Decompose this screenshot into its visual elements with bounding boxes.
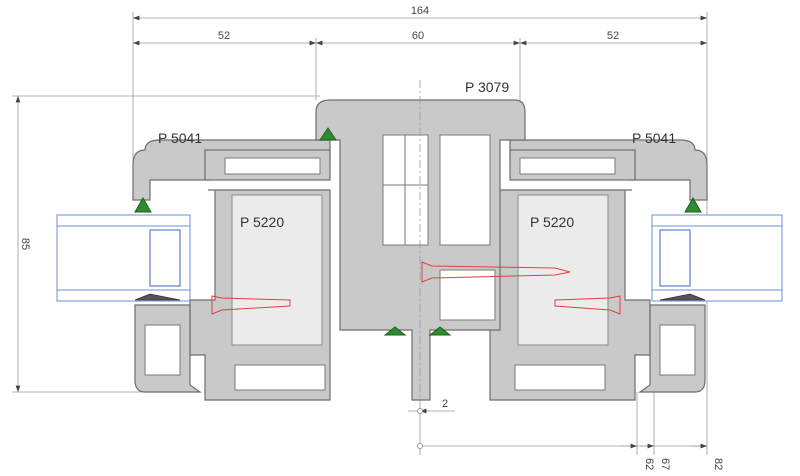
dimension-62: 62 [643,458,655,470]
dimension-2: 2 [442,398,448,410]
screw-left [211,295,291,315]
dimension-right-sash: 52 [607,30,619,42]
dimension-segments: 52 60 52 [133,30,707,46]
screw-mullion [421,261,571,283]
dimension-164: 164 [411,5,429,17]
dimension-height: 85 [15,96,31,392]
seals [134,127,706,336]
label-reinforcement-left: P 5220 [240,214,284,230]
glass-pane-right [651,214,783,302]
dimension-gap: 2 [408,398,455,414]
label-mullion-profile: P 3079 [465,79,509,95]
dimension-67: 67 [659,458,671,470]
mullion-profile [315,99,526,401]
dimension-85: 85 [19,238,31,250]
dimension-mullion: 60 [412,30,424,42]
dimension-82: 82 [712,458,724,470]
dimension-overall: 164 [133,5,707,21]
screws [211,261,621,315]
dimension-offsets: 62 67 82 [417,443,724,470]
sash-profile-right [489,139,708,401]
label-sash-right: P 5041 [632,130,676,146]
sash-profile-left [132,139,331,401]
dimension-left-sash: 52 [218,30,230,42]
screw-right [554,295,621,315]
label-reinforcement-right: P 5220 [530,214,574,230]
glass-pane-left [56,214,191,302]
label-sash-left: P 5041 [158,130,202,146]
